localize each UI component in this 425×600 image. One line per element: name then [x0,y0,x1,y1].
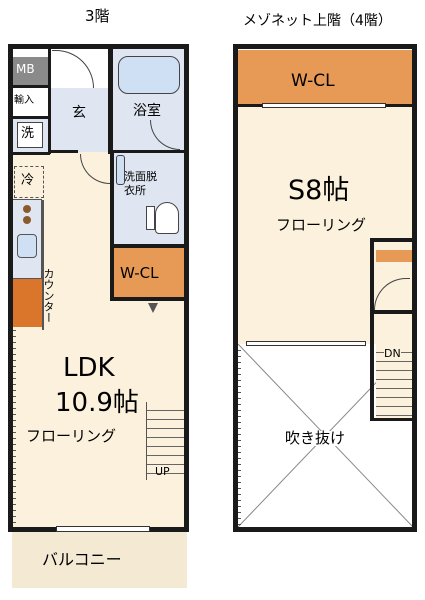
washer-box [17,122,43,148]
toilet-tank [146,206,155,230]
side-wall-hatch [13,330,16,526]
ldk-label: LDK [63,353,115,383]
ldk-size-label: 10.9帖 [55,388,139,418]
wcl-3f-label: W-CL [120,264,159,282]
wall [150,527,188,532]
balcony-area [12,532,187,588]
kitchen-sink [17,234,37,258]
wall [48,150,78,153]
kitchen-cabinet [12,279,42,327]
counter-label: カウンター [42,268,55,323]
ldk-floor-label: フローリング [26,427,117,445]
wall [108,150,186,153]
entrance-tile [50,88,108,152]
wall [8,116,50,119]
stove-burner-1 [23,205,31,213]
balcony-label: バルコニー [42,550,122,569]
wall [412,44,417,532]
wall [8,527,56,532]
dn-label: DN [384,347,401,360]
wcl-4f-shelf [376,250,412,262]
mb-box [12,57,48,85]
stairs-3f [146,402,184,480]
wcl-3f-area [113,246,186,298]
up-label: UP [155,465,170,478]
mb-label: MB [16,62,35,76]
wall [233,44,238,532]
wall [110,297,186,301]
stove-burner-2 [23,216,31,224]
floor-title-3f: 3階 [85,7,110,25]
wall [8,44,188,49]
wall [370,340,374,420]
front-door-swing [52,50,94,88]
wall [8,152,50,155]
counter-edge [42,200,44,330]
wall [233,527,417,532]
wall [110,244,186,248]
wall [48,44,51,154]
wcl-4f-label: W-CL [291,71,335,91]
vanity-sink [116,155,125,185]
bathroom-label: 浴室 [133,103,161,119]
wall [370,418,414,421]
wall [108,44,113,154]
bathtub [118,56,180,94]
closet-door-arrow [148,303,158,313]
wall [184,44,189,532]
washroom-label: 洗面脱 衣所 [124,170,157,197]
washer-label: 洗 [21,126,35,141]
wall [8,44,13,532]
fridge-label: 冷 [21,173,35,188]
service-room-floor-label: フローリング [276,216,367,234]
wall [370,238,374,344]
supply-label: 輸入 [14,95,34,106]
entrance-label: 玄 [72,105,86,121]
wall [8,85,50,88]
fridge-box [14,166,44,198]
wall [370,238,414,242]
wall [370,310,414,314]
toilet [155,202,179,234]
closet-doors [262,103,386,108]
service-room-label: S8帖 [288,175,350,206]
void-label: 吹き抜け [285,429,346,447]
floor-title-4f: メゾネット上階（4階） [243,13,392,29]
railing [246,341,366,346]
wall [110,150,114,300]
wcl-4f-area [238,50,413,105]
side-wall-hatch-4f [238,350,241,526]
wall [233,44,417,49]
sliding-window [56,526,150,532]
